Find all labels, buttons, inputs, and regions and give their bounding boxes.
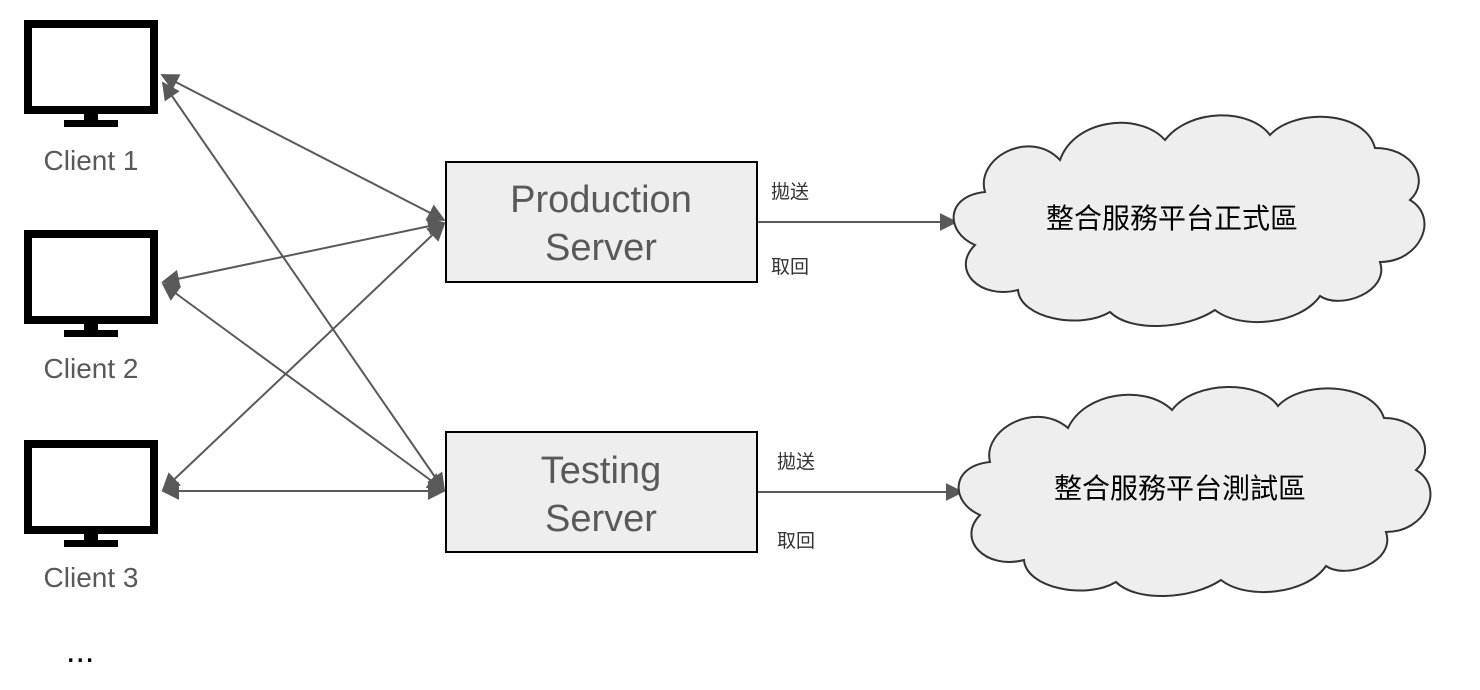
production-platform-cloud: 整合服務平台正式區 (952, 114, 1426, 328)
client-1-monitor-icon (24, 20, 158, 127)
testing-platform-label: 整合服務平台測試區 (1054, 472, 1306, 505)
testing-server-label-line1: Testing (541, 450, 661, 492)
connector-client3-production (161, 222, 446, 492)
connector-client1-production (160, 74, 446, 221)
more-clients-ellipsis: ... (66, 632, 94, 670)
connector-client1-testing (161, 81, 446, 492)
production-server-label-line2: Server (545, 227, 657, 269)
testing-server-box: Testing Server (445, 431, 758, 553)
testing-server-label-line2: Server (545, 498, 657, 540)
production-send-label: 拋送 (771, 181, 809, 203)
production-retrieve-label: 取回 (771, 256, 809, 278)
production-server-label-line1: Production (510, 179, 692, 221)
production-platform-label: 整合服務平台正式區 (1046, 202, 1298, 235)
production-server-box: Production Server (445, 161, 758, 283)
connector-client2-production (161, 217, 446, 288)
client-3-monitor-icon (24, 440, 158, 547)
testing-platform-cloud: 整合服務平台測試區 (957, 386, 1432, 598)
client-1-label: Client 1 (44, 145, 139, 176)
connector-client2-testing (161, 282, 446, 492)
client-2-monitor-icon (24, 230, 158, 337)
client-3-label: Client 3 (44, 562, 139, 593)
testing-send-label: 拋送 (777, 451, 815, 473)
testing-retrieve-label: 取回 (777, 530, 815, 552)
client-2-label: Client 2 (44, 353, 139, 384)
